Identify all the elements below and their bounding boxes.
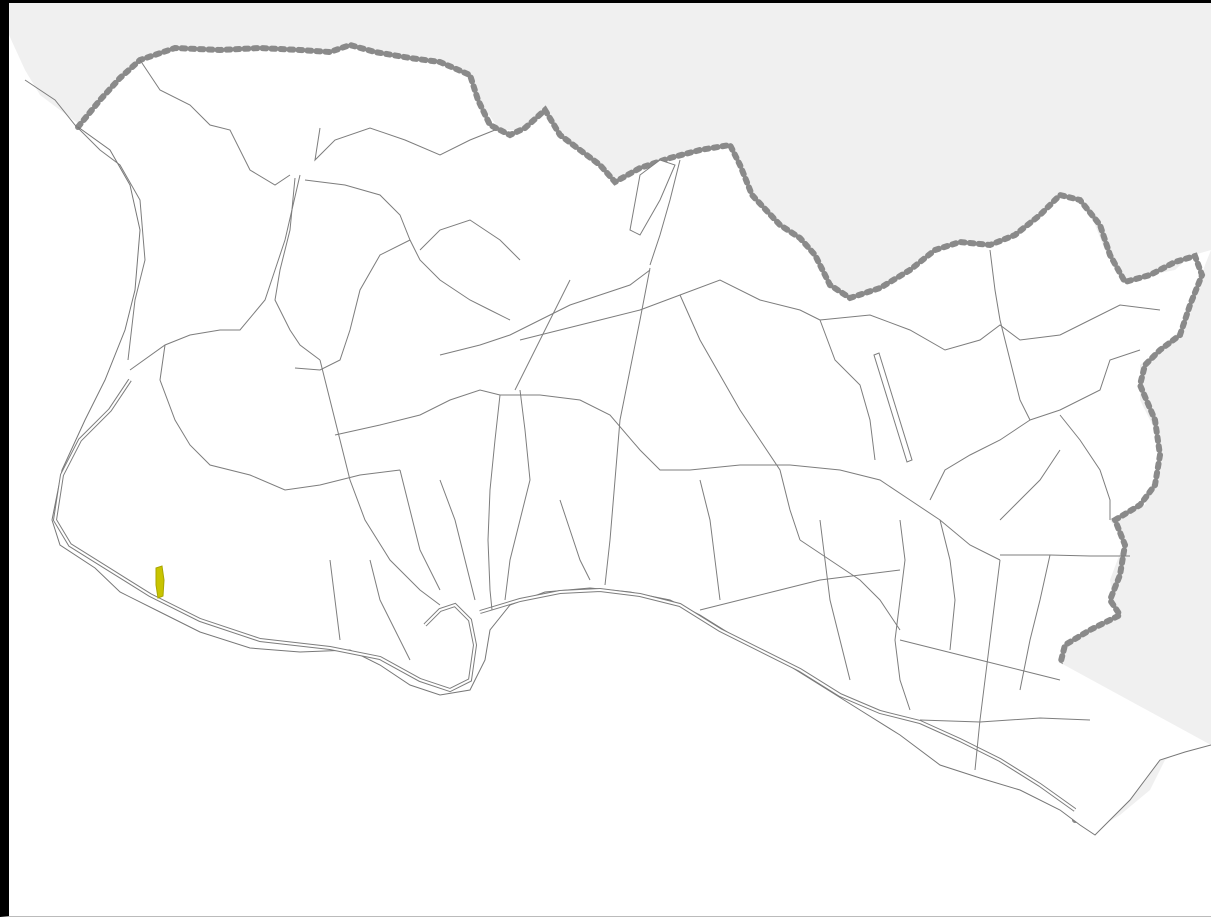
road <box>939 519 956 651</box>
road <box>1059 414 1111 520</box>
road <box>514 279 571 391</box>
road <box>139 59 291 186</box>
road <box>989 249 1141 421</box>
road <box>369 559 411 661</box>
road <box>419 219 521 261</box>
road <box>439 269 651 356</box>
road <box>699 569 901 611</box>
road <box>679 294 801 541</box>
road <box>274 177 321 361</box>
road <box>334 389 501 436</box>
highlighted-area-marker[interactable] <box>155 565 165 599</box>
road <box>559 499 591 581</box>
road <box>819 519 851 681</box>
road <box>304 179 511 321</box>
road <box>899 639 1061 681</box>
road <box>649 159 681 266</box>
road <box>999 449 1061 521</box>
outside-region-north <box>9 3 1211 298</box>
coastal-highway-west-inner <box>53 379 477 692</box>
road <box>319 359 441 606</box>
road <box>1019 554 1051 691</box>
reservoir-outline <box>629 159 676 236</box>
road <box>799 539 901 631</box>
road <box>689 464 1001 561</box>
road <box>819 304 1161 351</box>
airport-runway <box>873 352 913 463</box>
road <box>699 479 721 601</box>
road <box>314 127 496 162</box>
road <box>159 344 401 491</box>
road <box>439 479 476 601</box>
road <box>329 559 341 641</box>
road <box>894 519 911 711</box>
road <box>24 79 146 361</box>
road <box>129 174 301 371</box>
road <box>1000 554 1130 557</box>
road <box>504 389 531 601</box>
road <box>604 267 651 586</box>
road <box>974 559 1001 771</box>
road <box>399 469 441 591</box>
road <box>929 419 1031 501</box>
road-network <box>24 59 1161 771</box>
border-line <box>75 41 1206 823</box>
road <box>919 717 1091 723</box>
road <box>487 394 501 611</box>
map-svg[interactable] <box>9 3 1211 916</box>
road <box>500 394 690 471</box>
road <box>819 319 876 461</box>
road <box>294 239 411 371</box>
coastline <box>51 126 1211 836</box>
coastal-highway-east-inner <box>479 588 1076 811</box>
